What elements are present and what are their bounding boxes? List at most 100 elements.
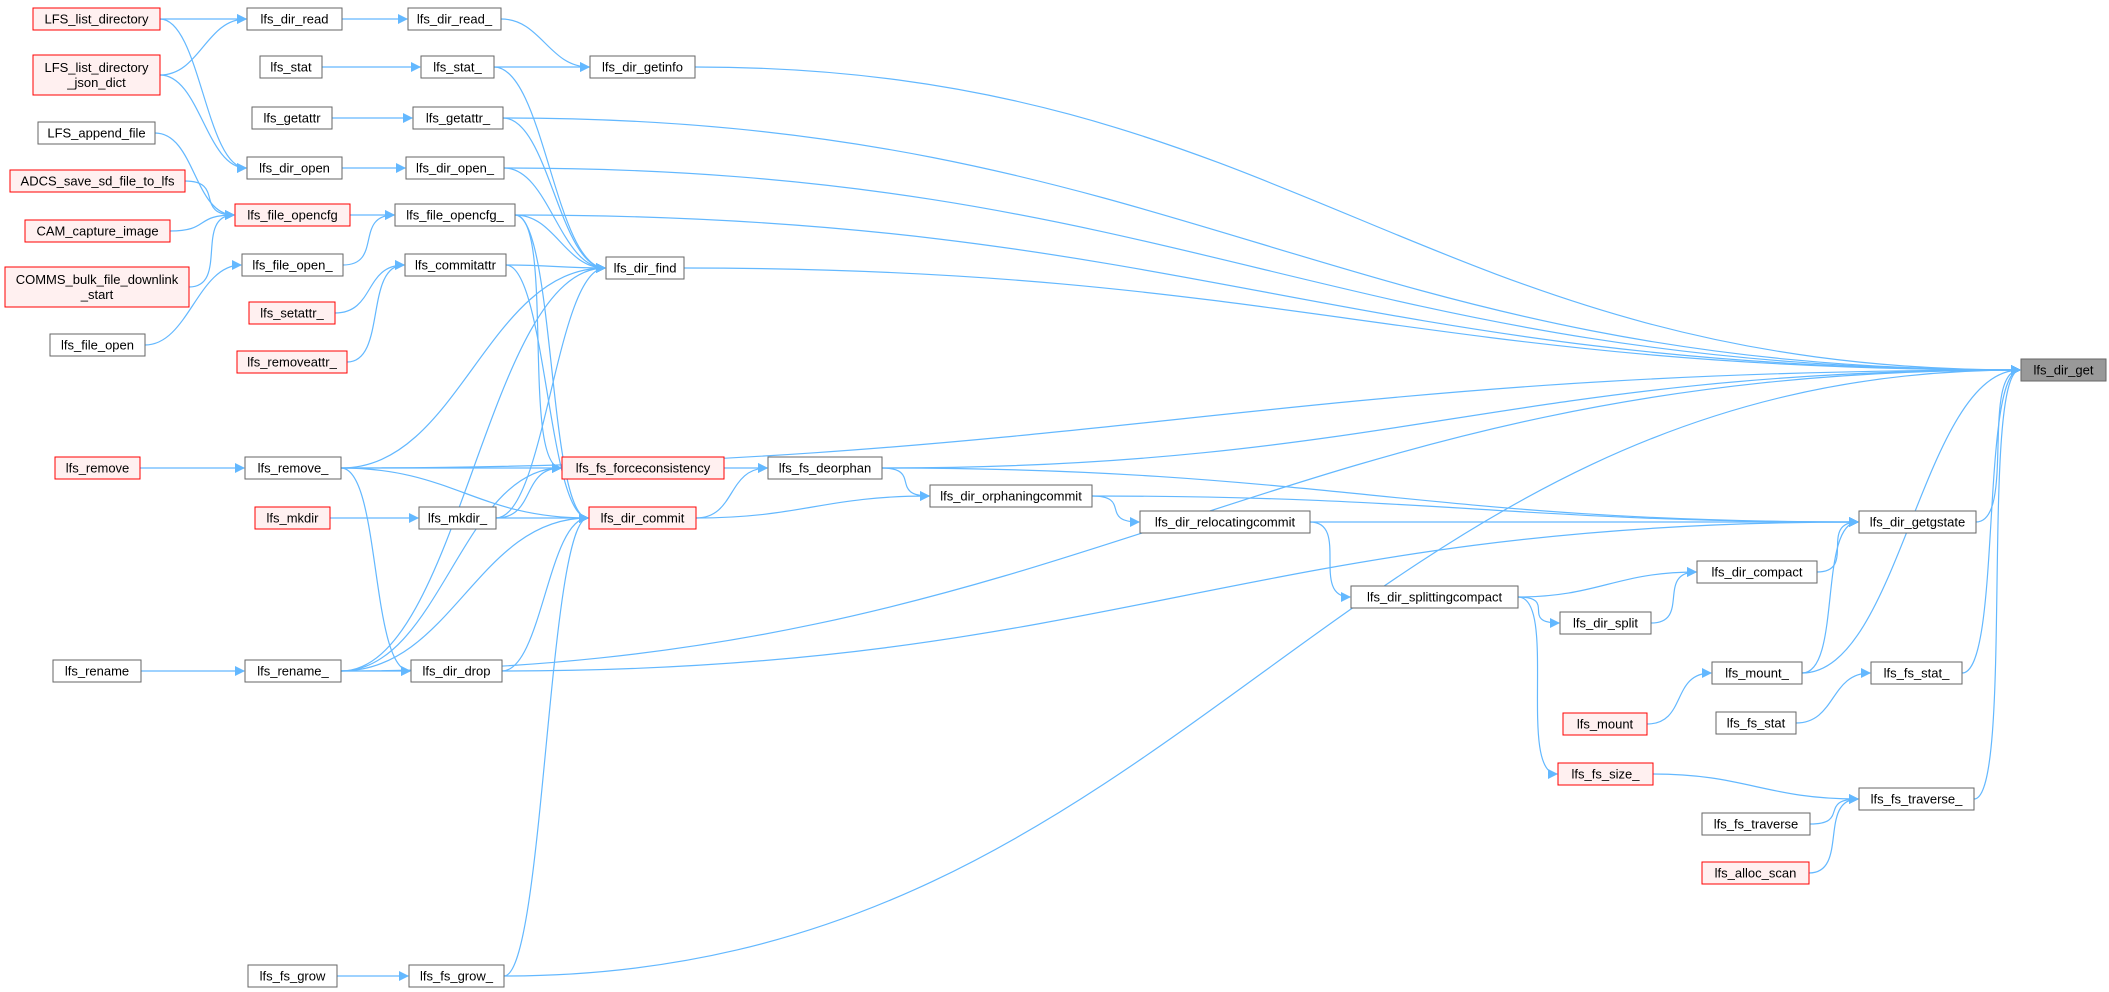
node-lfs-setattr[interactable]: lfs_setattr_ bbox=[248, 301, 336, 325]
node-lfs-fs-grow[interactable]: lfs_fs_grow_ bbox=[408, 964, 505, 988]
node-lfs-file-opencfg[interactable]: lfs_file_opencfg_ bbox=[394, 203, 516, 227]
edge-lfs-getattr-to-lfs-dir-find bbox=[502, 117, 606, 273]
node-box bbox=[929, 484, 1093, 508]
node-lfs-dir-read[interactable]: lfs_dir_read bbox=[246, 7, 343, 31]
node-lfs-mkdir[interactable]: lfs_mkdir bbox=[254, 506, 331, 530]
edge-lfs-fs-deorphan-to-lfs-dir-orphaningcommit bbox=[881, 467, 930, 501]
edge-lfs-alloc-scan-to-lfs-fs-traverse bbox=[1808, 794, 1859, 874]
node-lfs-fs-deorphan[interactable]: lfs_fs_deorphan bbox=[767, 456, 883, 480]
node-lfs-remove[interactable]: lfs_remove bbox=[54, 456, 141, 480]
node-lfs-dir-find[interactable]: lfs_dir_find bbox=[605, 256, 685, 280]
node-label: lfs_dir_orphaningcommit bbox=[940, 489, 1082, 504]
edge-lfs-setattr-to-lfs-commitattr bbox=[334, 260, 405, 314]
node-box bbox=[767, 456, 883, 480]
edge-lfs-dir-read-to-lfs-dir-getinfo bbox=[500, 18, 590, 72]
node-cam-capture-image[interactable]: CAM_capture_image bbox=[24, 219, 171, 243]
node-box bbox=[247, 964, 338, 988]
node-box bbox=[1557, 762, 1654, 786]
node-box bbox=[1858, 787, 1975, 811]
node-lfs-rename[interactable]: lfs_rename_ bbox=[244, 659, 342, 683]
node-lfs-getattr[interactable]: lfs_getattr bbox=[251, 106, 333, 130]
node-box bbox=[24, 219, 171, 243]
node-label: lfs_fs_deorphan bbox=[779, 461, 872, 476]
node-box bbox=[394, 203, 516, 227]
node-adcs-save-sd-file-to-lfs[interactable]: ADCS_save_sd_file_to_lfs bbox=[9, 169, 186, 193]
node-box bbox=[246, 7, 343, 31]
node-box bbox=[1139, 510, 1311, 534]
node-lfs-list-directory[interactable]: LFS_list_directory bbox=[32, 7, 161, 31]
node-label: lfs_mount bbox=[1577, 717, 1634, 732]
edge-lfs-mount-to-lfs-mount bbox=[1646, 668, 1712, 725]
node-label: LFS_append_file bbox=[47, 126, 145, 141]
node-label: lfs_dir_relocatingcommit bbox=[1155, 515, 1296, 530]
node-label: lfs_rename bbox=[65, 664, 129, 679]
node-label: LFS_list_directory bbox=[44, 12, 149, 27]
node-lfs-fs-grow[interactable]: lfs_fs_grow bbox=[247, 964, 338, 988]
node-lfs-getattr[interactable]: lfs_getattr_ bbox=[412, 106, 504, 130]
node-lfs-list-directory-json-dict[interactable]: LFS_list_directory_json_dict bbox=[32, 54, 161, 96]
node-lfs-fs-stat[interactable]: lfs_fs_stat_ bbox=[1870, 661, 1963, 685]
node-box bbox=[1870, 661, 1963, 685]
node-lfs-file-opencfg[interactable]: lfs_file_opencfg bbox=[234, 203, 351, 227]
node-lfs-fs-forceconsistency[interactable]: lfs_fs_forceconsistency bbox=[561, 456, 725, 480]
node-box bbox=[405, 156, 505, 180]
node-label: lfs_fs_forceconsistency bbox=[576, 461, 711, 476]
node-label: lfs_fs_grow bbox=[260, 969, 326, 984]
node-lfs-dir-drop[interactable]: lfs_dir_drop bbox=[410, 659, 503, 683]
node-label: lfs_alloc_scan bbox=[1715, 866, 1797, 881]
node-box bbox=[244, 659, 342, 683]
node-lfs-fs-traverse[interactable]: lfs_fs_traverse_ bbox=[1858, 787, 1975, 811]
node-lfs-dir-open[interactable]: lfs_dir_open_ bbox=[405, 156, 505, 180]
node-label: lfs_dir_getgstate bbox=[1870, 515, 1965, 530]
edge-lfs-list-directory-json-dict-to-lfs-dir-read bbox=[159, 14, 247, 76]
edge-lfs-stat-to-lfs-dir-find bbox=[493, 66, 606, 273]
node-box bbox=[32, 54, 161, 96]
node-lfs-mount[interactable]: lfs_mount_ bbox=[1711, 661, 1803, 685]
node-label: lfs_file_opencfg bbox=[247, 208, 337, 223]
node-lfs-dir-open[interactable]: lfs_dir_open bbox=[246, 156, 343, 180]
node-lfs-dir-read[interactable]: lfs_dir_read_ bbox=[407, 7, 502, 31]
nodes-layer: LFS_list_directoryLFS_list_directory_jso… bbox=[4, 7, 2107, 988]
node-lfs-stat[interactable]: lfs_stat bbox=[259, 55, 323, 79]
node-box bbox=[1715, 711, 1797, 735]
edge-lfs-fs-deorphan-to-lfs-dir-getgstate bbox=[881, 467, 1859, 527]
node-lfs-dir-getgstate[interactable]: lfs_dir_getgstate bbox=[1858, 510, 1977, 534]
node-lfs-file-open[interactable]: lfs_file_open bbox=[49, 333, 146, 357]
node-label: lfs_getattr_ bbox=[426, 111, 491, 126]
node-lfs-removeattr[interactable]: lfs_removeattr_ bbox=[236, 350, 348, 374]
node-label: lfs_file_open_ bbox=[252, 258, 333, 273]
node-lfs-mkdir[interactable]: lfs_mkdir_ bbox=[418, 506, 497, 530]
edge-lfs-dir-split-to-lfs-dir-compact bbox=[1650, 567, 1697, 624]
node-lfs-dir-relocatingcommit[interactable]: lfs_dir_relocatingcommit bbox=[1139, 510, 1311, 534]
node-lfs-append-file[interactable]: LFS_append_file bbox=[37, 121, 156, 145]
node-lfs-rename[interactable]: lfs_rename bbox=[52, 659, 142, 683]
edge-lfs-dir-commit-to-lfs-dir-orphaningcommit bbox=[695, 491, 930, 519]
node-lfs-dir-getinfo[interactable]: lfs_dir_getinfo bbox=[589, 55, 696, 79]
node-label: lfs_fs_traverse_ bbox=[1871, 792, 1964, 807]
node-lfs-dir-compact[interactable]: lfs_dir_compact bbox=[1696, 560, 1818, 584]
node-box bbox=[410, 659, 503, 683]
node-lfs-mount[interactable]: lfs_mount bbox=[1562, 712, 1648, 736]
node-lfs-dir-split[interactable]: lfs_dir_split bbox=[1559, 611, 1652, 635]
node-lfs-dir-orphaningcommit[interactable]: lfs_dir_orphaningcommit bbox=[929, 484, 1093, 508]
node-lfs-alloc-scan[interactable]: lfs_alloc_scan bbox=[1701, 861, 1810, 885]
node-box bbox=[236, 350, 348, 374]
node-label: lfs_mkdir_ bbox=[428, 511, 488, 526]
edge-lfs-fs-traverse-to-lfs-fs-traverse bbox=[1809, 794, 1859, 825]
node-lfs-dir-commit[interactable]: lfs_dir_commit bbox=[588, 506, 697, 530]
edge-lfs-dir-orphaningcommit-to-lfs-dir-getgstate bbox=[1091, 495, 1859, 527]
node-lfs-stat[interactable]: lfs_stat_ bbox=[420, 55, 495, 79]
node-lfs-fs-size[interactable]: lfs_fs_size_ bbox=[1557, 762, 1654, 786]
node-label: CAM_capture_image bbox=[36, 224, 158, 239]
node-box bbox=[248, 301, 336, 325]
node-lfs-dir-get[interactable]: lfs_dir_get bbox=[2020, 358, 2107, 382]
node-lfs-dir-splittingcompact[interactable]: lfs_dir_splittingcompact bbox=[1350, 585, 1519, 609]
node-lfs-commitattr[interactable]: lfs_commitattr bbox=[404, 253, 507, 277]
node-lfs-file-open[interactable]: lfs_file_open_ bbox=[241, 253, 344, 277]
node-box bbox=[589, 55, 696, 79]
edge-lfs-fs-deorphan-to-lfs-dir-get bbox=[881, 365, 2021, 469]
node-comms-bulk-file-downlink-start[interactable]: COMMS_bulk_file_downlink_start bbox=[4, 266, 190, 308]
node-lfs-fs-stat[interactable]: lfs_fs_stat bbox=[1715, 711, 1797, 735]
node-lfs-fs-traverse[interactable]: lfs_fs_traverse bbox=[1701, 812, 1811, 836]
node-lfs-remove[interactable]: lfs_remove_ bbox=[244, 456, 342, 480]
